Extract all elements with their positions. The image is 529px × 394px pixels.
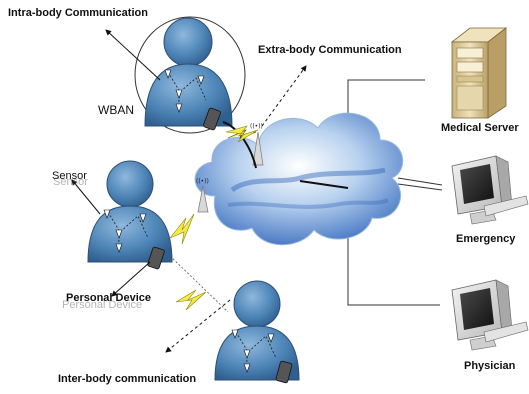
server-icon [450,27,508,119]
lightning-icon [175,289,207,311]
svg-text:((•)): ((•)) [196,178,209,185]
physician-label: Physician [464,360,516,372]
antenna-icon: ((•)) [250,123,264,166]
inter-body-arrow [165,299,231,353]
svg-text:((•)): ((•)) [250,123,263,130]
lightning-icon [169,213,195,245]
computer-icon [451,279,529,351]
extra-body-arrow [261,65,307,127]
intra-body-label: Intra-body Communication [8,7,148,19]
sensor-arrow [71,179,101,215]
emergency-label: Emergency [456,233,516,245]
sensor-label: Sensor [52,170,87,182]
sensor-label-shadow: Sensor [53,176,88,188]
person-icon [214,280,300,381]
antenna-icon: ((•)) [196,178,209,213]
inter-body-label: Inter-body communication [58,373,197,385]
medical-server-label: Medical Server [441,122,519,134]
wban-boundary [134,16,246,134]
personal-device-icon [275,360,293,384]
network-links [347,79,443,306]
wban-uplink [222,121,257,169]
personal-device-label: Personal Device [66,292,151,304]
inter-body-link [169,255,229,313]
personal-device-arrow [111,261,151,297]
person-icon [87,160,173,263]
extra-body-label: Extra-body Communication [258,44,402,56]
personal-device-icon [203,107,221,131]
computer-icon [451,155,529,225]
personal-device-label-shadow: Personal Device [62,299,143,311]
personal-device-icon [147,246,165,270]
cloud-icon [194,112,404,246]
intra-body-arrow [105,29,161,81]
lightning-icon [225,125,259,143]
person-icon [144,17,233,127]
wban-label: WBAN [98,103,134,117]
